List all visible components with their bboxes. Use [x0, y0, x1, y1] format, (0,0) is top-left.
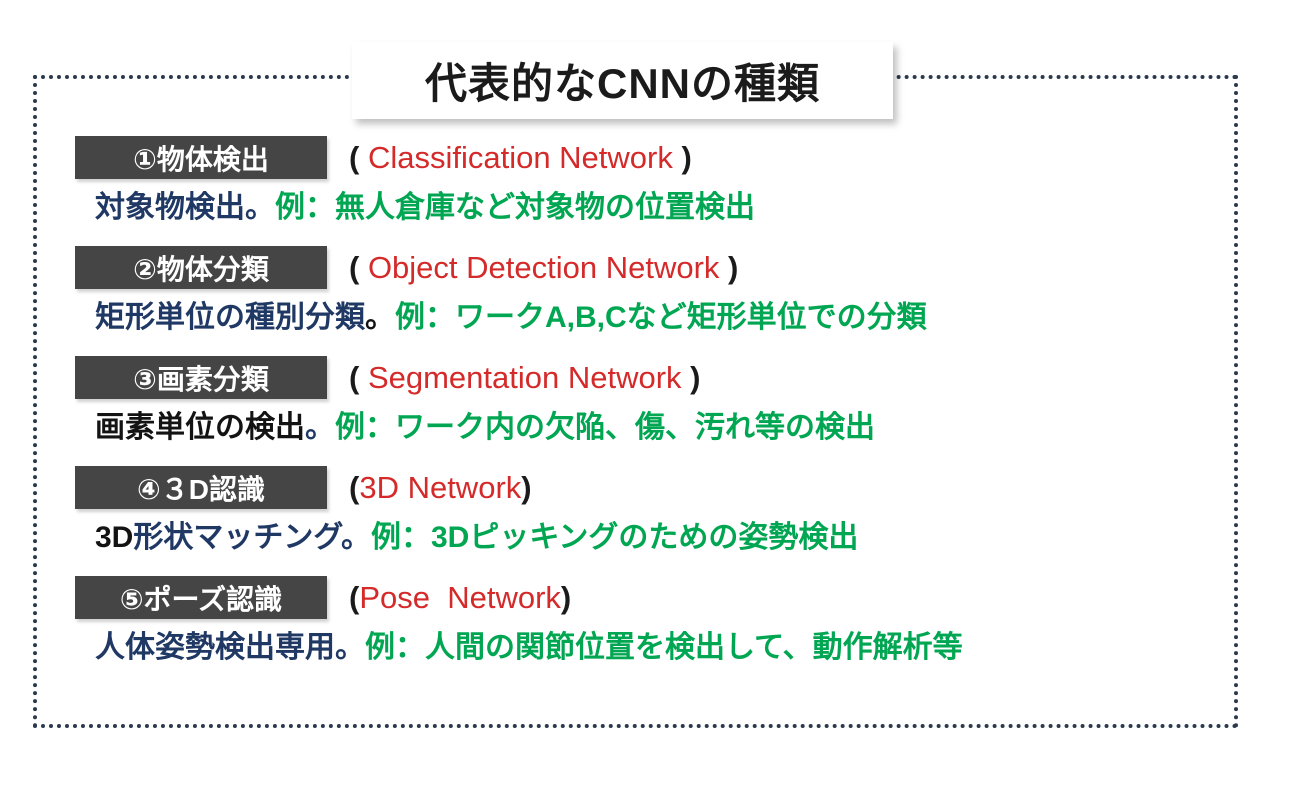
desc-lead-part: 。	[305, 411, 335, 444]
desc-example: 例：3Dピッキングのための姿勢検出	[370, 521, 859, 554]
network-label: ( Object Detection Network )	[349, 250, 738, 286]
network-name: Object Detection Network	[367, 249, 720, 285]
item-badge: ①物体検出	[75, 136, 327, 179]
paren-close: )	[719, 249, 739, 285]
paren-close: )	[681, 359, 701, 395]
list-item-pose-recognition: ⑤ポーズ認識 (Pose Network) 人体姿勢検出専用。例：人間の関節位置…	[75, 576, 963, 670]
paren-open: (	[349, 139, 368, 175]
page-title: 代表的なCNNの種類	[425, 60, 820, 107]
network-label: ( Segmentation Network )	[349, 360, 700, 396]
paren-open: (	[349, 469, 360, 505]
badge-line: ②物体分類 ( Object Detection Network )	[75, 246, 963, 289]
desc-lead-part: 人体姿勢検出専用。	[95, 631, 365, 664]
list-item-pixel-classification: ③画素分類 ( Segmentation Network ) 画素単位の検出。例…	[75, 356, 963, 450]
badge-line: ①物体検出 ( Classification Network )	[75, 136, 963, 179]
desc-lead-part: 。	[365, 301, 395, 334]
item-description: 矩形単位の種別分類。例：ワークA,B,Cなど矩形単位での分類	[95, 296, 963, 340]
paren-close: )	[672, 139, 692, 175]
desc-lead-part: 形状マッチング。	[133, 521, 371, 554]
badge-line: ⑤ポーズ認識 (Pose Network)	[75, 576, 963, 619]
title-box: 代表的なCNNの種類	[352, 42, 893, 119]
desc-example: 例：ワークA,B,Cなど矩形単位での分類	[395, 301, 927, 334]
item-description: 3D形状マッチング。例：3Dピッキングのための姿勢検出	[95, 516, 963, 560]
network-name: Segmentation Network	[367, 359, 682, 395]
network-label: ( Classification Network )	[349, 140, 692, 176]
paren-close: )	[560, 579, 572, 615]
paren-close: )	[521, 469, 532, 505]
network-label: (3D Network)	[349, 470, 532, 506]
list-item-3d-recognition: ④３D認識 (3D Network) 3D形状マッチング。例：3Dピッキングのた…	[75, 466, 963, 560]
desc-example: 例：人間の関節位置を検出して、動作解析等	[365, 631, 963, 664]
item-badge: ⑤ポーズ認識	[75, 576, 327, 619]
item-badge: ④３D認識	[75, 466, 327, 509]
network-name: Classification Network	[367, 139, 673, 175]
paren-open: (	[349, 579, 360, 615]
list-item-object-detection: ①物体検出 ( Classification Network ) 対象物検出。例…	[75, 136, 963, 230]
item-description: 人体姿勢検出専用。例：人間の関節位置を検出して、動作解析等	[95, 626, 963, 670]
desc-lead-part: 対象物検出。	[95, 191, 275, 224]
item-description: 対象物検出。例：無人倉庫など対象物の位置検出	[95, 186, 963, 230]
network-name: 3D Network	[359, 469, 522, 505]
item-description: 画素単位の検出。例：ワーク内の欠陥、傷、汚れ等の検出	[95, 406, 963, 450]
desc-example: 例：ワーク内の欠陥、傷、汚れ等の検出	[335, 411, 875, 444]
item-badge: ③画素分類	[75, 356, 327, 399]
paren-open: (	[349, 249, 368, 285]
list-item-object-classification: ②物体分類 ( Object Detection Network ) 矩形単位の…	[75, 246, 963, 340]
badge-line: ③画素分類 ( Segmentation Network )	[75, 356, 963, 399]
paren-open: (	[349, 359, 368, 395]
badge-line: ④３D認識 (3D Network)	[75, 466, 963, 509]
desc-lead-part: 矩形単位の種別分類	[95, 301, 365, 334]
item-badge: ②物体分類	[75, 246, 327, 289]
desc-lead-part: 3D	[95, 521, 134, 554]
network-label: (Pose Network)	[349, 580, 571, 616]
desc-example: 例：無人倉庫など対象物の位置検出	[275, 191, 755, 224]
cnn-type-list: ①物体検出 ( Classification Network ) 対象物検出。例…	[75, 136, 963, 686]
desc-lead-part: 画素単位の検出	[95, 411, 305, 444]
network-name: Pose Network	[359, 579, 561, 615]
